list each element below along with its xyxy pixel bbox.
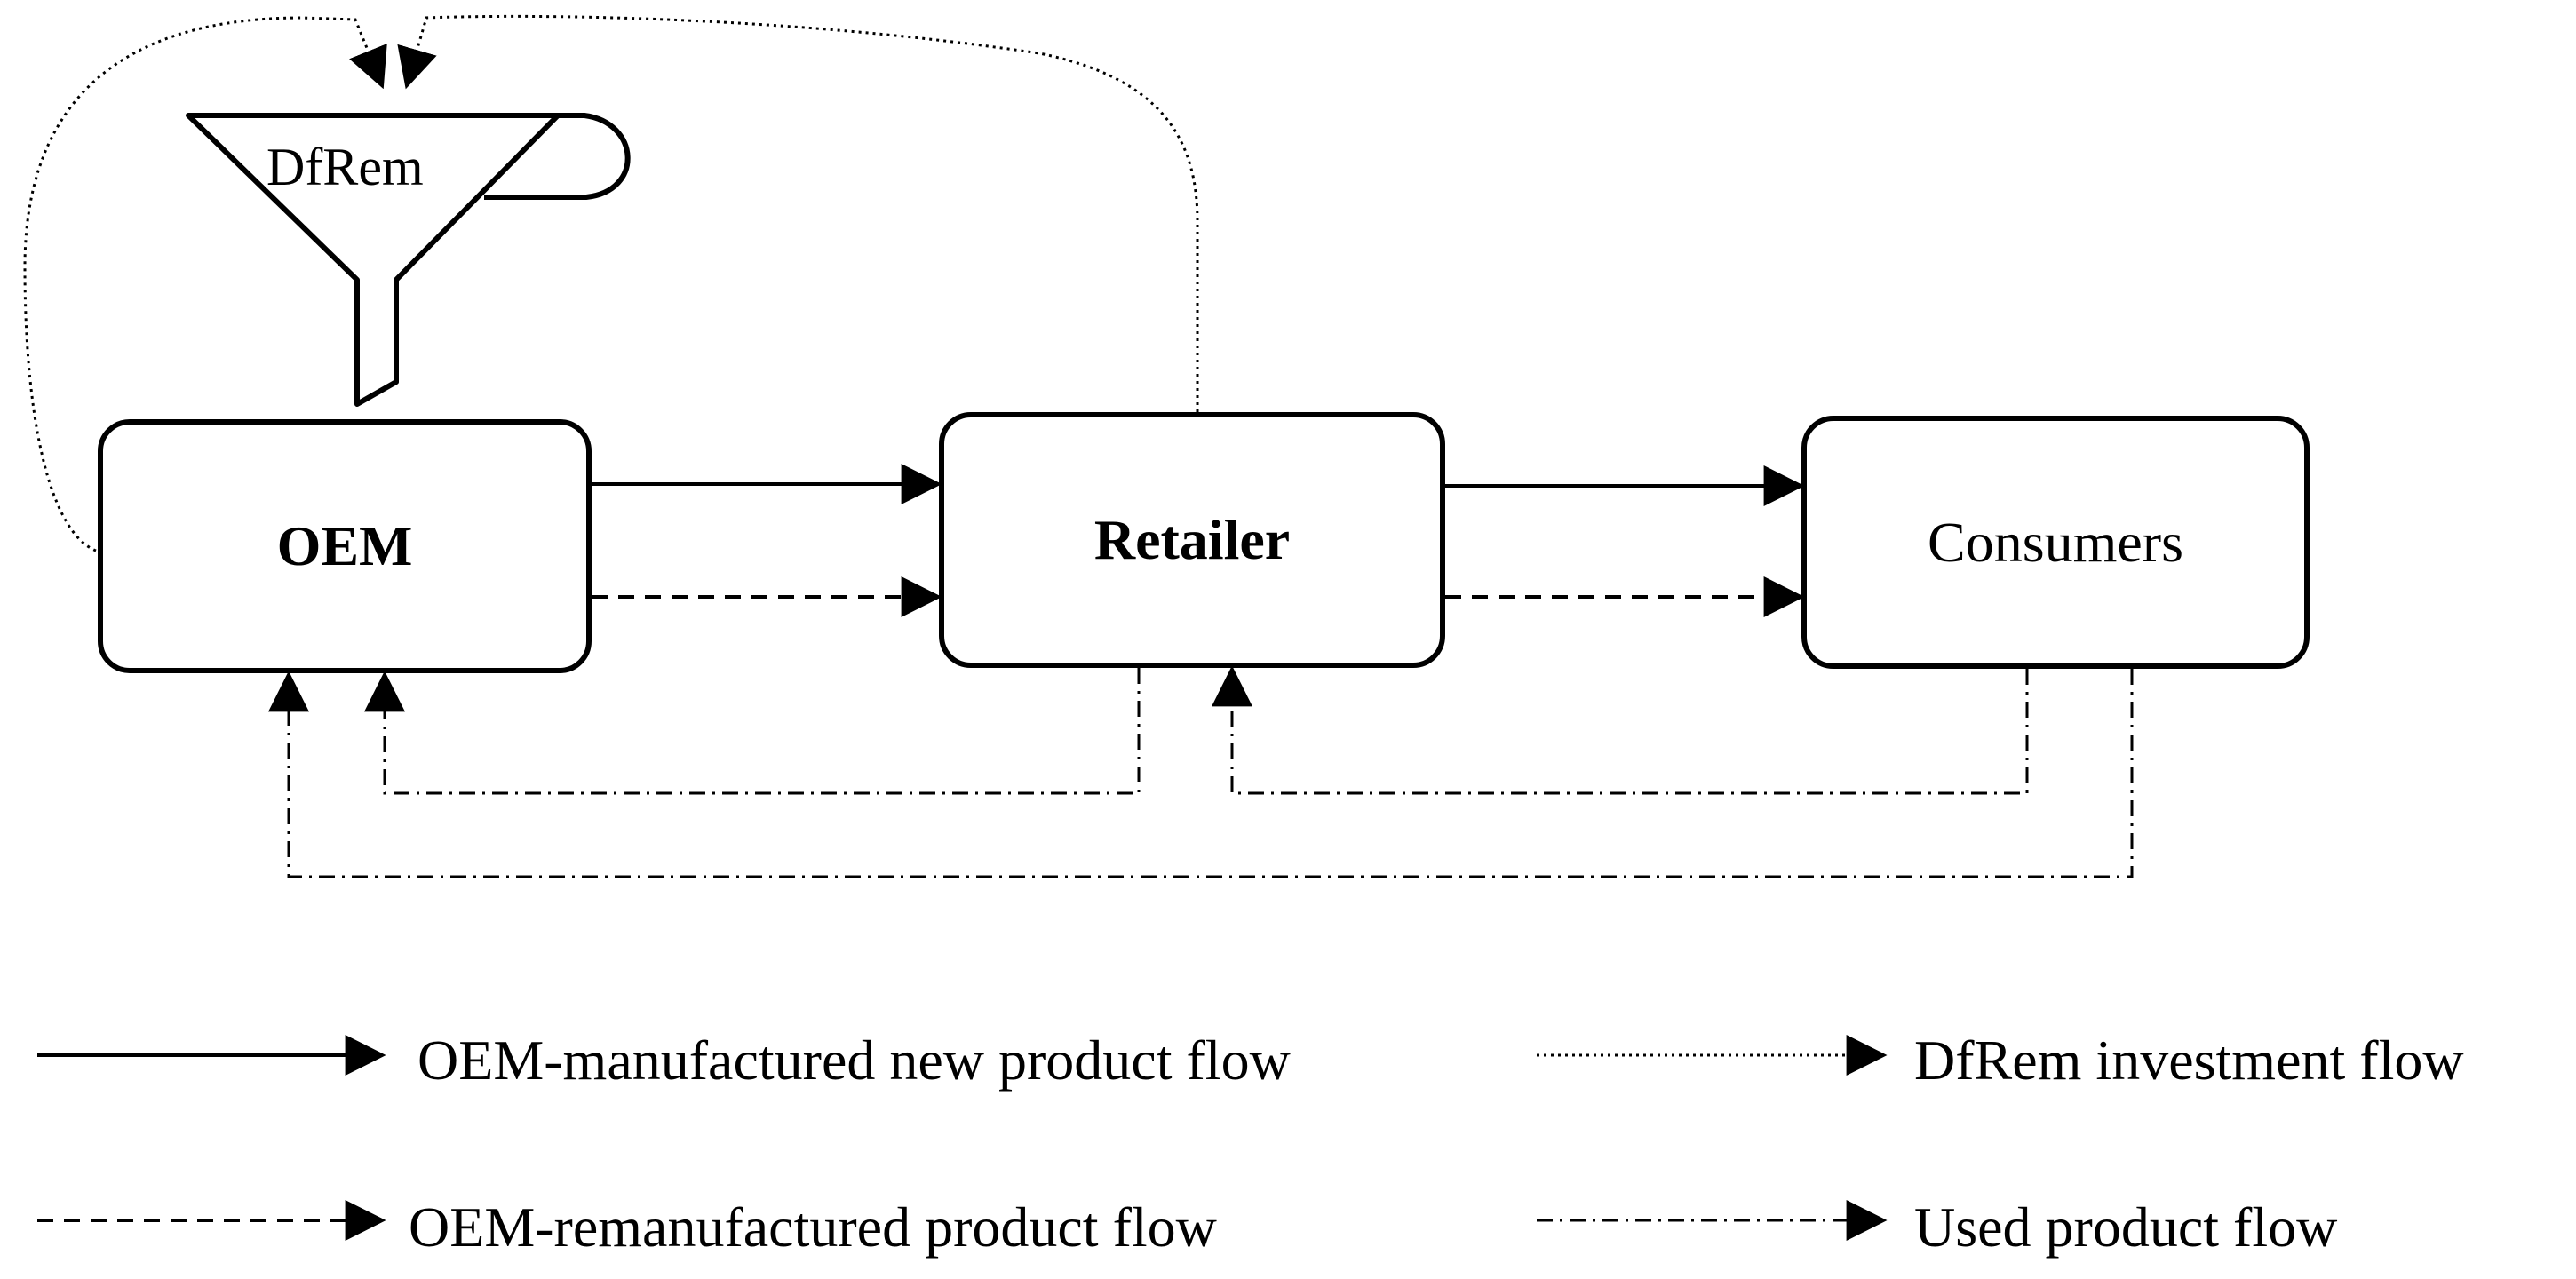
used-flow-consumers-oem	[268, 669, 2134, 878]
dfrem-funnel-label: DfRem	[266, 138, 424, 196]
legend-reman-product-label: OEM-remanufactured product flow	[409, 1196, 1217, 1259]
oem-node: OEM	[98, 419, 592, 673]
retailer-label: Retailer	[1093, 508, 1291, 571]
legend-dfrem-label: DfRem investment flow	[1914, 1029, 2464, 1092]
legend-new-product-label: OEM-manufactured new product flow	[417, 1029, 1291, 1092]
used-flow-consumers-retailer	[1212, 665, 2029, 795]
legend-used-product-label: Used product flow	[1914, 1196, 2338, 1259]
dfrem-flow-from-oem	[23, 16, 387, 552]
consumers-label: Consumers	[1928, 510, 2183, 574]
dfrem-flow-from-retailer	[397, 14, 1199, 412]
consumers-node: Consumers	[1801, 416, 2310, 669]
used-flow-retailer-oem	[364, 668, 1141, 795]
retailer-node: Retailer	[939, 412, 1445, 668]
oem-label: OEM	[276, 514, 413, 577]
dfrem-funnel-icon	[186, 113, 631, 407]
